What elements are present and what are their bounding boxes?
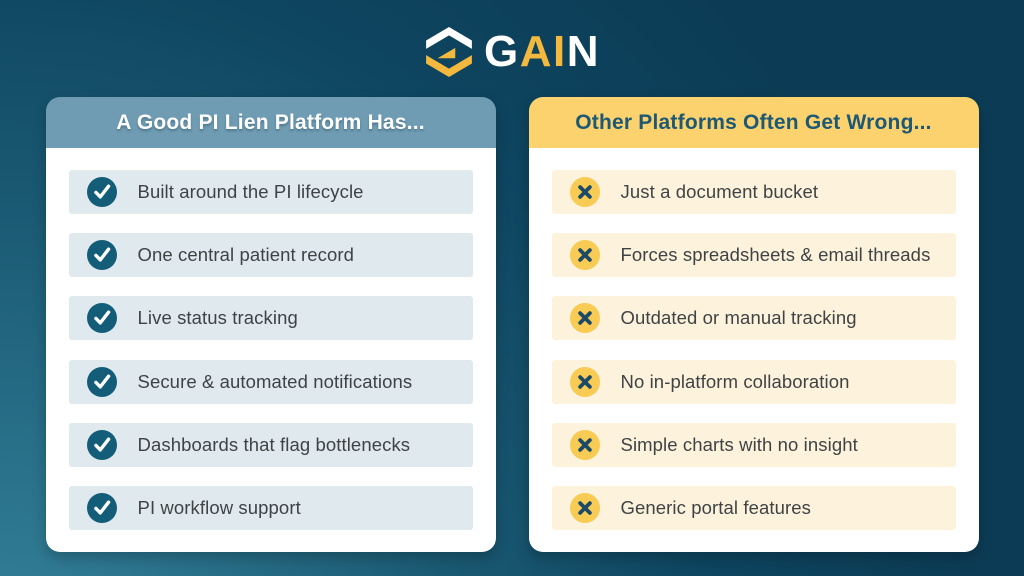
check-icon	[86, 303, 117, 334]
list-item-label: PI workflow support	[137, 496, 301, 518]
list-item: Built around the PI lifecycle	[68, 170, 473, 214]
list-item: Dashboards that flag bottlenecks	[68, 422, 473, 467]
x-icon	[569, 429, 600, 460]
list-item-label: One central patient record	[137, 244, 354, 266]
list-item-label: Outdated or manual tracking	[620, 307, 857, 329]
list-item: No in-platform collaboration	[551, 359, 956, 404]
check-icon	[86, 429, 117, 460]
logo-letters-ai: AI	[519, 26, 567, 76]
list-item: PI workflow support	[68, 485, 473, 530]
check-icon	[86, 177, 117, 207]
x-icon	[569, 366, 600, 397]
x-icon	[569, 177, 600, 207]
check-icon	[86, 366, 117, 397]
right-panel-list: Just a document bucket Forces spreadshee…	[528, 148, 979, 552]
logo-letter-g: G	[483, 26, 520, 76]
comparison-columns: A Good PI Lien Platform Has... Built aro…	[0, 97, 1024, 552]
list-item-label: Built around the PI lifecycle	[137, 181, 364, 202]
list-item: Forces spreadsheets & email threads	[551, 233, 956, 278]
right-panel-title: Other Platforms Often Get Wrong...	[528, 97, 979, 148]
list-item-label: Simple charts with no insight	[620, 433, 858, 455]
check-icon	[86, 492, 117, 523]
gain-hexagon-icon	[424, 26, 474, 78]
list-item-label: Live status tracking	[137, 307, 298, 329]
good-platform-card: A Good PI Lien Platform Has... Built aro…	[45, 97, 496, 552]
list-item-label: Dashboards that flag bottlenecks	[137, 433, 411, 455]
other-platforms-card: Other Platforms Often Get Wrong... Just …	[528, 97, 979, 552]
list-item-label: Just a document bucket	[620, 181, 819, 202]
list-item-label: Secure & automated notifications	[137, 370, 413, 392]
logo-letter-n: N	[566, 26, 600, 76]
list-item: Simple charts with no insight	[551, 422, 956, 467]
x-icon	[569, 303, 600, 334]
logo-wordmark: GAIN	[483, 26, 600, 76]
list-item: Secure & automated notifications	[68, 359, 473, 404]
check-icon	[86, 240, 117, 271]
list-item: Just a document bucket	[551, 170, 956, 214]
x-icon	[569, 492, 600, 523]
list-item: Live status tracking	[68, 296, 473, 341]
x-icon	[569, 240, 600, 271]
list-item-label: Forces spreadsheets & email threads	[620, 244, 931, 266]
left-panel-list: Built around the PI lifecycle One centra…	[45, 148, 496, 552]
list-item: One central patient record	[68, 233, 473, 278]
logo: GAIN	[0, 0, 1024, 97]
list-item-label: No in-platform collaboration	[620, 370, 850, 392]
list-item: Outdated or manual tracking	[551, 296, 956, 341]
left-panel-title: A Good PI Lien Platform Has...	[45, 97, 496, 148]
list-item-label: Generic portal features	[620, 496, 811, 518]
list-item: Generic portal features	[551, 485, 956, 530]
